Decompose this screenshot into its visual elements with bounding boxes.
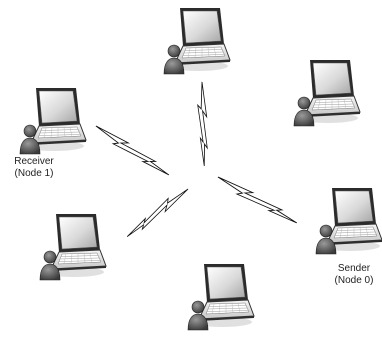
wireless-link-to-top xyxy=(179,82,227,166)
laptop-with-user-icon xyxy=(20,88,86,154)
wireless-bolt-icon xyxy=(212,177,303,223)
wireless-bolt-icon xyxy=(127,176,188,250)
sender-node-id: (Node 0) xyxy=(328,275,380,287)
laptop-with-user-icon xyxy=(294,60,360,126)
wireless-link-to-lower-left xyxy=(127,176,188,250)
receiver-name: Receiver xyxy=(6,156,62,168)
laptop-with-user-icon xyxy=(164,8,230,74)
laptop-with-user-icon xyxy=(40,214,106,280)
sender-label: Sender (Node 0) xyxy=(328,263,380,287)
wireless-link-to-sender xyxy=(212,177,303,223)
receiver-node-id: (Node 1) xyxy=(6,168,62,180)
sender-name: Sender xyxy=(328,263,380,275)
node-sender[interactable] xyxy=(316,188,382,254)
laptop-with-user-icon xyxy=(188,264,254,330)
wireless-bolt-icon xyxy=(179,82,227,166)
receiver-label: Receiver (Node 1) xyxy=(6,156,62,180)
node-bottom[interactable] xyxy=(188,264,254,330)
laptop-with-user-icon xyxy=(316,188,382,254)
node-upper-right[interactable] xyxy=(294,60,360,126)
node-receiver[interactable] xyxy=(20,88,86,154)
wireless-bolt-icon xyxy=(89,126,177,175)
wireless-link-to-receiver xyxy=(89,126,177,175)
node-lower-left[interactable] xyxy=(40,214,106,280)
node-top[interactable] xyxy=(164,8,230,74)
